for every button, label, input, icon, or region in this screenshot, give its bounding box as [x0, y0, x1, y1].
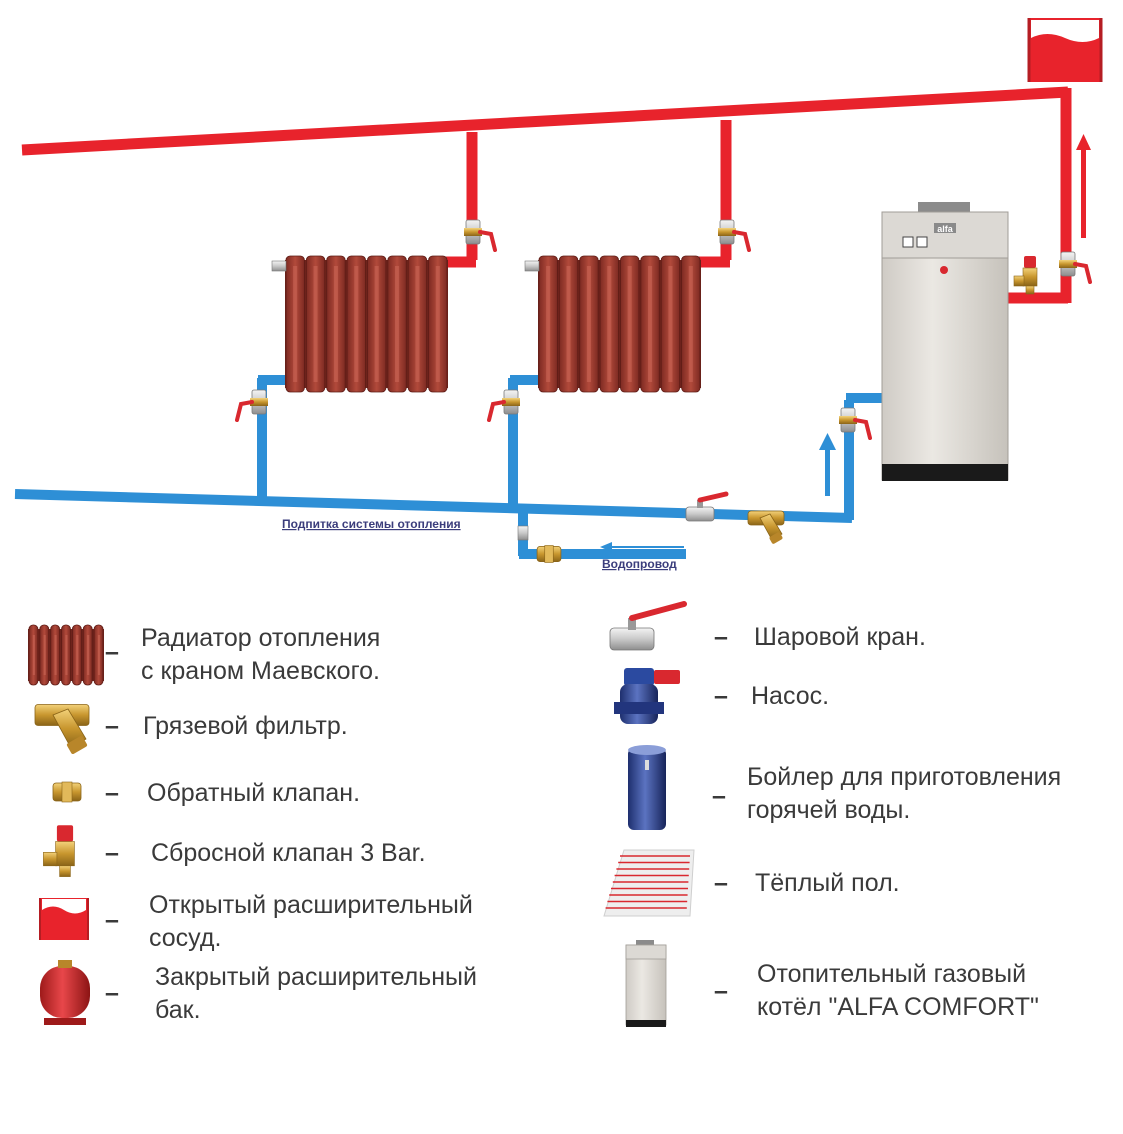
legend-open-tank-line2: сосуд.	[149, 924, 222, 952]
valve-return-2	[487, 389, 520, 422]
relief-valve-boiler	[1013, 256, 1038, 295]
water-heater-icon	[628, 745, 666, 830]
valve-boiler-supply	[1059, 251, 1092, 284]
legend-closed-tank-line1: Закрытый расширительный	[155, 963, 477, 991]
strainer-return	[747, 510, 785, 544]
makeup-label: Подпитка системы отопления	[282, 517, 461, 531]
legend-dash-strainer: –	[105, 712, 119, 740]
flow-up-arrow-blue-icon	[819, 433, 836, 496]
legend-closed-tank-line2: бак.	[155, 996, 201, 1024]
open-expansion-vessel	[1027, 18, 1103, 82]
radiator-1	[285, 255, 448, 393]
gas-boiler-icon	[625, 940, 667, 1027]
legend-dash-check-valve: –	[105, 779, 119, 807]
legend-radiator-line2: с краном Маевского.	[141, 657, 380, 685]
valve-return-1	[235, 389, 268, 422]
legend-gas-boiler-line1: Отопительный газовый	[757, 960, 1027, 988]
ball-valve-return	[685, 491, 729, 522]
water-supply-label: Водопровод	[602, 557, 677, 571]
legend-water-heater-line2: горячей воды.	[747, 796, 911, 824]
radiator-2	[538, 255, 701, 393]
legend-dash-gas-boiler: –	[714, 977, 728, 1005]
boiler-brand-label: alfa	[937, 224, 954, 234]
legend-ball-valve: Шаровой кран.	[754, 623, 926, 651]
legend-radiator-line1: Радиатор отопления	[141, 624, 381, 652]
legend-pump: Насос.	[751, 682, 830, 710]
legend-strainer: Грязевой фильтр.	[143, 712, 348, 740]
legend-floor-heating: Тёплый пол.	[755, 869, 900, 897]
legend-relief-valve: Сбросной клапан 3 Bar.	[151, 839, 426, 867]
legend-dash-water-heater: –	[712, 782, 726, 810]
floor-heating-icon	[603, 849, 695, 917]
legend-gas-boiler-line2: котёл "ALFA COMFORT"	[757, 993, 1039, 1021]
legend-dash-pump: –	[714, 682, 728, 710]
legend-water-heater-line1: Бойлер для приготовления	[747, 763, 1062, 791]
check-valve-makeup	[536, 545, 562, 563]
legend-dash-relief-valve: –	[105, 839, 119, 867]
supply-pipes	[21, 86, 1072, 304]
valve-boiler-return	[839, 407, 872, 440]
closed-tank-icon	[40, 960, 90, 1025]
pump-icon	[614, 668, 680, 724]
flow-left-arrow-icon	[600, 542, 684, 552]
maevsky-tap-2	[524, 260, 540, 272]
radiator-icon	[28, 624, 104, 686]
valve-supply-2	[718, 219, 751, 252]
relief-valve-icon	[43, 825, 75, 877]
legend-dash-closed-tank: –	[105, 979, 119, 1007]
legend-open-tank-line1: Открытый расширительный	[149, 891, 473, 919]
legend-dash-open-tank: –	[105, 906, 119, 934]
legend-dash-radiator: –	[105, 638, 119, 666]
legend-dash-ball-valve: –	[714, 623, 728, 651]
flow-up-arrow-icon	[1076, 134, 1091, 238]
maevsky-tap-1	[271, 260, 287, 272]
legend-check-valve: Обратный клапан.	[147, 779, 361, 807]
legend-dash-floor-heating: –	[714, 869, 728, 897]
strainer-icon	[34, 704, 90, 754]
check-valve-icon	[52, 781, 82, 803]
ball-valve-icon	[609, 601, 687, 651]
gas-boiler: alfa	[881, 202, 1009, 481]
makeup-tap	[517, 525, 529, 541]
open-tank-icon	[39, 898, 89, 940]
valve-supply-1	[464, 219, 497, 252]
